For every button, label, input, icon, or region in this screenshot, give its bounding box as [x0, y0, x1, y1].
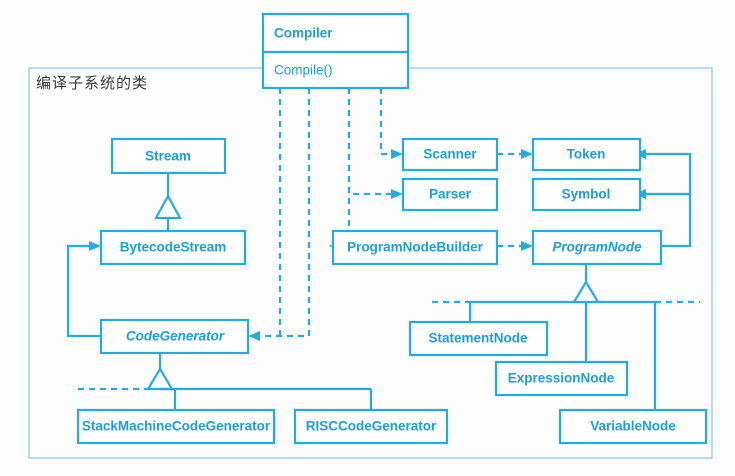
class-box-variablenode[interactable]: [558, 408, 708, 445]
class-name-stackmachinecodegenerator: StackMachineCodeGenerator: [82, 419, 271, 434]
class-name-stream: Stream: [145, 149, 191, 164]
class-box-expressionnode[interactable]: [494, 360, 629, 397]
class-name-programnode: ProgramNode: [552, 240, 642, 255]
class-name-symbol: Symbol: [562, 187, 611, 202]
arrowhead-bytecodestream: [89, 241, 101, 251]
class-box-stream[interactable]: [110, 137, 227, 175]
subsystem-caption: 编译子系统的类: [36, 74, 149, 92]
arrowhead-parser: [391, 189, 403, 199]
class-box-statementnode[interactable]: [408, 320, 549, 357]
class-name-expressionnode: ExpressionNode: [508, 371, 615, 386]
class-box-symbol[interactable]: [531, 177, 642, 212]
association-programnode-to-token: [640, 152, 692, 248]
dependency-compiler-to-scanner: [379, 88, 398, 156]
generalization-triangle-programnode: [572, 279, 600, 304]
class-box-programnode[interactable]: [531, 229, 663, 266]
class-box-programnodebuilder[interactable]: [331, 229, 499, 266]
generalization-triangle-codegen: [146, 366, 174, 391]
dependency-compiler-to-codegenerator: [248, 88, 311, 338]
class-box-stackmachinecodegenerator[interactable]: [76, 408, 276, 445]
class-box-token[interactable]: [531, 137, 642, 172]
class-name-token: Token: [567, 147, 606, 162]
class-operation-compile: Compile(): [274, 63, 333, 78]
class-name-parser: Parser: [429, 187, 472, 202]
class-box-parser[interactable]: [401, 177, 499, 212]
class-box-bytecodestream[interactable]: [99, 229, 247, 266]
arrowhead-scanner: [391, 149, 403, 159]
arrowhead-codegenerator: [248, 331, 260, 341]
arrowhead-programnode: [521, 241, 533, 251]
class-name-statementnode: StatementNode: [428, 331, 528, 346]
class-box-risccodegenerator[interactable]: [293, 408, 449, 445]
arrowhead-token: [521, 149, 533, 159]
generalization-triangle-stream: [154, 193, 182, 220]
dependency-compiler-to-parser: [347, 88, 398, 196]
class-box-codegenerator[interactable]: [99, 318, 250, 355]
class-name-codegenerator: CodeGenerator: [126, 329, 225, 344]
dependency-compiler-to-programnodebuilder: [330, 88, 351, 248]
class-box-scanner[interactable]: [401, 137, 499, 172]
class-name-bytecodestream: BytecodeStream: [120, 240, 227, 255]
class-name-compiler: Compiler: [274, 26, 333, 41]
class-name-scanner: Scanner: [423, 147, 477, 162]
class-name-programnodebuilder: ProgramNodeBuilder: [347, 240, 484, 255]
class-name-risccodegenerator: RISCCodeGenerator: [306, 419, 437, 434]
class-name-variablenode: VariableNode: [590, 419, 676, 434]
association-codegenerator-to-bytecodestream: [66, 244, 101, 338]
